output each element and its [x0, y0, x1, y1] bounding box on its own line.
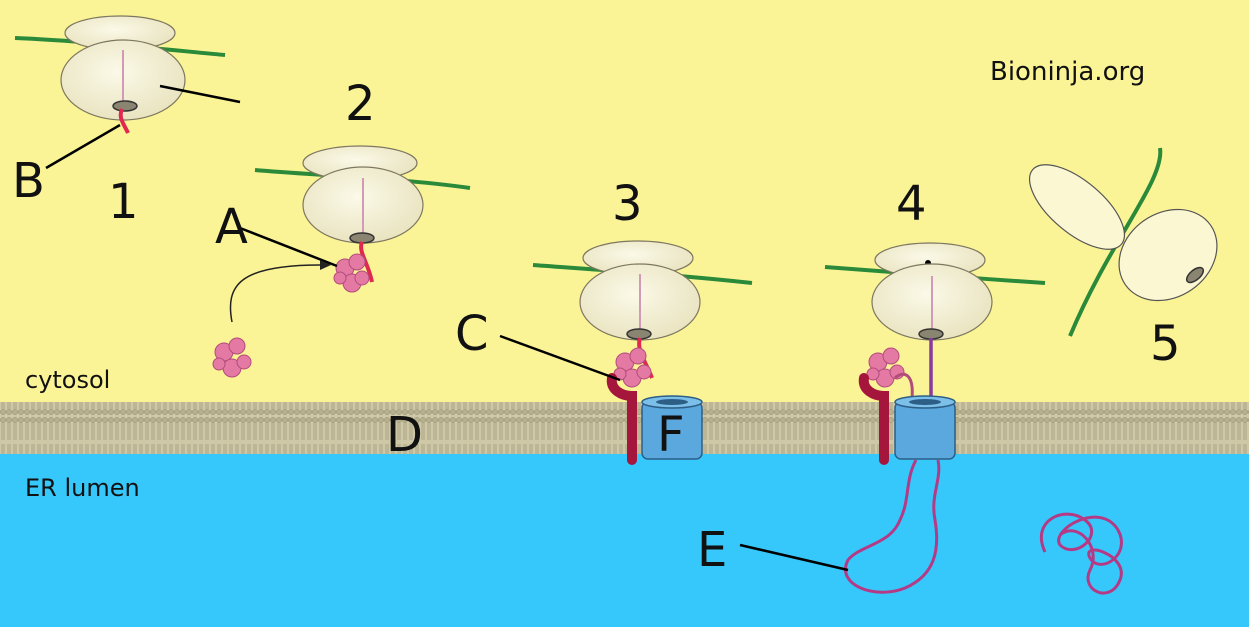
ribosome-3 — [499, 240, 753, 465]
srp-bound-2 — [333, 253, 370, 293]
free-srp — [212, 337, 252, 378]
ribosome-4 — [739, 242, 1046, 594]
step-label-2: 2 — [345, 76, 376, 132]
credit-text: Bioninja.org — [990, 57, 1145, 87]
srp-bound-3 — [613, 347, 652, 388]
ribosome-2 — [212, 145, 471, 378]
er-membrane — [0, 402, 1249, 454]
growing-polypeptide — [844, 459, 941, 594]
part-label-a: A — [215, 199, 248, 255]
signal-sequence-1 — [118, 108, 130, 134]
translocon-3 — [641, 395, 703, 460]
step-label-1: 1 — [108, 174, 139, 230]
ribosome-1 — [14, 15, 241, 170]
step-label-3: 3 — [612, 176, 643, 232]
translocon-4 — [894, 395, 956, 460]
part-label-e: E — [697, 522, 727, 578]
step-5-released — [1028, 147, 1218, 595]
srp-receptor-3 — [606, 373, 637, 465]
folded-protein — [1039, 512, 1123, 595]
part-label-c: C — [455, 306, 489, 362]
cytosol-label: cytosol — [25, 366, 110, 394]
srp-binding-arrow — [229, 264, 321, 323]
srp-bound-4 — [866, 347, 905, 388]
er-lumen-region — [0, 454, 1249, 627]
part-label-f: F — [657, 407, 685, 463]
srp-receptor-4 — [858, 373, 889, 465]
er-lumen-label: ER lumen — [25, 474, 140, 502]
step-label-4: 4 — [896, 176, 927, 232]
step-label-5: 5 — [1150, 316, 1181, 372]
part-label-d: D — [386, 407, 423, 463]
part-label-b: B — [12, 153, 45, 209]
